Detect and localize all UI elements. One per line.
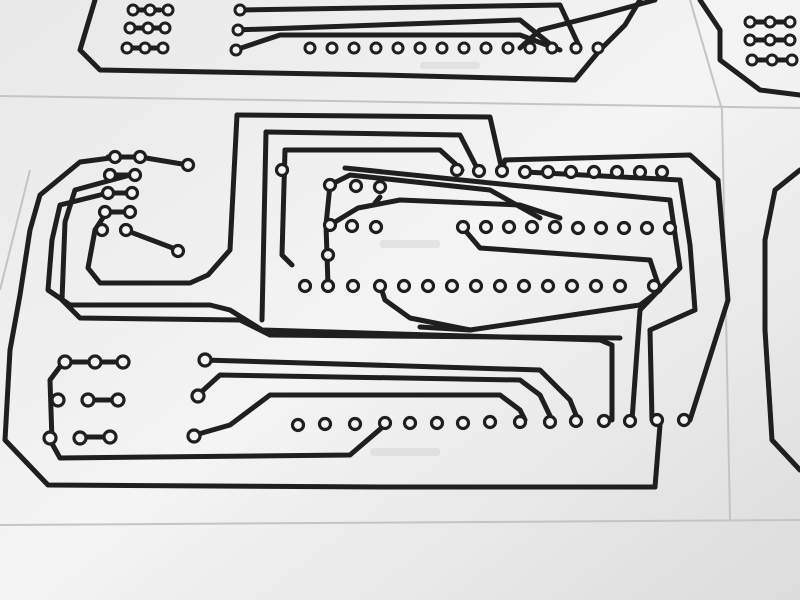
cut-lines <box>0 0 800 526</box>
top-board-traces <box>77 0 658 83</box>
pad-inner-column <box>274 162 388 263</box>
pad-lower-left <box>42 352 213 446</box>
trace-lower-1 <box>200 357 581 423</box>
trace-left-inner <box>45 190 615 423</box>
ghost-print <box>370 62 480 456</box>
trace-right-outer <box>499 152 731 423</box>
trace-lower-3 <box>192 392 528 438</box>
trace-inner-1b <box>259 129 269 323</box>
trace-left-mid <box>59 172 623 341</box>
trace-stub-1 <box>137 154 191 168</box>
trace-inner-1 <box>263 129 481 173</box>
pad-row-second <box>455 219 678 236</box>
trace-lower-2 <box>195 372 555 423</box>
trace-top-pairs <box>102 154 143 215</box>
pad-left-cluster <box>94 149 196 259</box>
right-board-traces <box>762 167 800 473</box>
trace-right-3 <box>342 165 683 423</box>
board-outline-trace <box>2 154 663 490</box>
trace-right-2 <box>522 169 698 423</box>
pad-row-bottom <box>290 412 692 433</box>
trace-mid-c <box>372 194 383 206</box>
trace-stub-2 <box>122 227 181 253</box>
pad-row-header <box>297 278 662 294</box>
trace-top-left-loop <box>234 112 505 173</box>
pad-row-top <box>449 162 670 180</box>
main-board-pads <box>42 149 692 446</box>
trace-top-left-down <box>85 112 240 286</box>
trace-lower-4 <box>47 422 388 461</box>
trace-mid-b <box>327 197 563 228</box>
trace-inner-2b <box>279 147 295 268</box>
top-right-board-pads <box>743 15 799 67</box>
main-board-traces <box>2 112 731 490</box>
top-board-pads <box>120 3 605 57</box>
